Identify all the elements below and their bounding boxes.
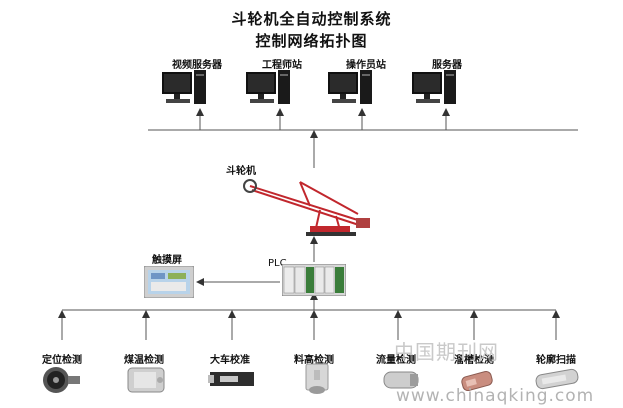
bucket-wheel-machine-icon	[243, 179, 370, 236]
touchscreen-icon	[144, 266, 194, 298]
desktop-computer-icon	[162, 70, 206, 104]
diagram-title-line2: 控制网络拓扑图	[255, 32, 368, 50]
sensor-label: 料高检测	[294, 355, 334, 366]
computer-label: 工程师站	[262, 60, 302, 71]
desktop-computer-icon	[412, 70, 456, 104]
sensor-label: 溜槽检测	[454, 355, 494, 366]
machine-label: 斗轮机	[226, 166, 256, 177]
desktop-computer-icon	[246, 70, 290, 104]
sensor-label: 流量检测	[376, 355, 416, 366]
calibration-sensor-icon	[208, 372, 254, 386]
level-sensor-icon	[305, 363, 329, 394]
plc-rack-icon	[282, 264, 346, 296]
plc-label: PLC	[268, 258, 287, 269]
computer-label: 视频服务器	[172, 60, 222, 71]
sensor-label: 大车校准	[210, 355, 250, 366]
chute-sensor-icon	[461, 370, 493, 392]
computer-label: 服务器	[432, 60, 462, 71]
diagram-title-line1: 斗轮机全自动控制系统	[231, 10, 392, 28]
rotary-encoder-icon	[43, 367, 80, 393]
touchscreen-label: 触摸屏	[152, 255, 182, 266]
watermark-cn: 中国期刊网	[394, 340, 499, 364]
temperature-sensor-icon	[127, 367, 165, 393]
sensor-label: 煤温检测	[124, 355, 164, 366]
desktop-computer-icon	[328, 70, 372, 104]
laser-scanner-icon	[535, 368, 579, 390]
watermark-url: www.chinaqking.com	[396, 386, 595, 406]
sensor-label: 轮廓扫描	[536, 355, 576, 366]
sensor-label: 定位检测	[42, 355, 82, 366]
computer-label: 操作员站	[346, 60, 386, 71]
flow-sensor-icon	[383, 371, 419, 389]
